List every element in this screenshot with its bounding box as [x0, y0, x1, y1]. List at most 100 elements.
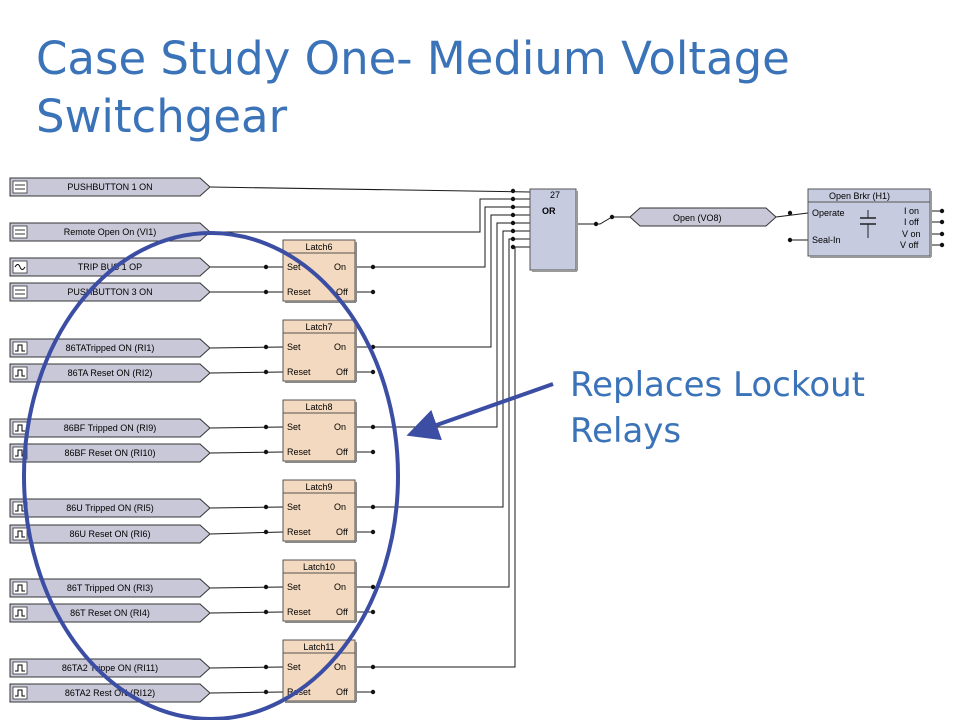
- breaker-operate-label: Operate: [812, 208, 845, 218]
- input-tag-label: 86TA Reset ON (RI2): [68, 368, 153, 378]
- wire-latch-to-or: [355, 238, 530, 588]
- input-tag-2[interactable]: TRIP BUS 1 OP: [9, 257, 211, 277]
- breaker-output-i-off: I off: [904, 217, 919, 227]
- slide-title-line-2: Switchgear: [36, 90, 288, 143]
- latch-on-label: On: [334, 262, 346, 272]
- latch-on-label: On: [334, 422, 346, 432]
- latch-set-label: Set: [287, 582, 301, 592]
- wire-pushbutton1-to-or: [209, 186, 531, 193]
- latch-reset-label: Reset: [287, 527, 311, 537]
- highlight-ellipse: [22, 231, 400, 720]
- input-tag-label: PUSHBUTTON 1 ON: [67, 182, 152, 192]
- pulse-icon: [12, 341, 28, 355]
- wire-latch-to-or: [355, 214, 530, 348]
- latch-off-label: Off: [336, 527, 348, 537]
- input-tag-13[interactable]: 86TA2 Rest ON (RI12): [9, 683, 211, 703]
- connection-dot: [510, 244, 516, 250]
- connection-dot: [263, 689, 269, 695]
- input-tag-12[interactable]: 86TA2 Trippe ON (RI11): [9, 658, 211, 678]
- wire-or-to-output: [576, 216, 630, 225]
- output-tag-shape: [629, 207, 777, 227]
- input-tag-label: 86TATripped ON (RI1): [66, 343, 155, 353]
- connection-dot: [593, 221, 599, 227]
- wire-to-latch-set: [209, 666, 284, 669]
- capacitor-icon: [860, 210, 876, 238]
- input-tag-11[interactable]: 86T Reset ON (RI4): [9, 603, 211, 623]
- input-tag-label: 86U Tripped ON (RI5): [66, 503, 154, 513]
- pulse-icon: [12, 421, 28, 435]
- breaker-output-v-on: V on: [902, 229, 921, 239]
- wire-latch-to-or: [355, 246, 530, 668]
- pulse-icon: [12, 686, 28, 700]
- input-tag-9[interactable]: 86U Reset ON (RI6): [9, 524, 211, 544]
- or-gate[interactable]: 27 OR: [529, 188, 578, 272]
- input-tag-5[interactable]: 86TA Reset ON (RI2): [9, 363, 211, 383]
- output-tag-open-vo8[interactable]: Open (VO8): [629, 207, 777, 227]
- input-tag-label: PUSHBUTTON 3 ON: [67, 287, 152, 297]
- input-tag-label: Remote Open On (VI1): [64, 227, 157, 237]
- slide-title-line-1: Case Study One- Medium Voltage: [36, 32, 790, 85]
- latch-body: [282, 559, 356, 622]
- input-tag-label: 86T Reset ON (RI4): [70, 608, 150, 618]
- input-tag-7[interactable]: 86BF Reset ON (RI10): [9, 443, 211, 463]
- latch-title: Latch9: [305, 482, 332, 492]
- breaker-block[interactable]: Open Brkr (H1) Operate Seal-In I on I of…: [807, 188, 932, 258]
- pulse-icon: [12, 581, 28, 595]
- pulse-icon: [12, 527, 28, 541]
- latch-title: Latch10: [303, 562, 335, 572]
- input-tag-shape: [9, 418, 211, 438]
- breaker-output-i-on: I on: [904, 206, 919, 216]
- latch-on-label: On: [334, 662, 346, 672]
- binary-icon: [12, 285, 28, 299]
- connection-dot: [510, 204, 516, 210]
- latch-body: [282, 399, 356, 462]
- input-tag-shape: [9, 177, 211, 197]
- connection-dot: [609, 214, 615, 220]
- input-tag-4[interactable]: 86TATripped ON (RI1): [9, 338, 211, 358]
- connection-dot: [939, 219, 945, 225]
- binary-icon: [12, 180, 28, 194]
- input-tag-shape: [9, 498, 211, 518]
- latch-off-label: Off: [336, 607, 348, 617]
- input-tag-6[interactable]: 86BF Tripped ON (RI9): [9, 418, 211, 438]
- latch-on-label: On: [334, 342, 346, 352]
- latch-title: Latch6: [305, 242, 332, 252]
- input-tag-3[interactable]: PUSHBUTTON 3 ON: [9, 282, 211, 302]
- input-tag-8[interactable]: 86U Tripped ON (RI5): [9, 498, 211, 518]
- connection-dot: [263, 609, 269, 615]
- connection-dot: [263, 529, 269, 535]
- callout-text: Replaces Lockout Relays: [570, 362, 865, 454]
- breaker-body: [807, 188, 931, 257]
- connection-dot: [370, 424, 376, 430]
- latch-title: Latch11: [303, 642, 334, 652]
- input-tag-shape: [9, 222, 211, 242]
- input-tag-shape: [9, 443, 211, 463]
- input-tag-10[interactable]: 86T Tripped ON (RI3): [9, 578, 211, 598]
- input-tag-0[interactable]: PUSHBUTTON 1 ON: [9, 177, 211, 197]
- connection-dot: [510, 236, 516, 242]
- connection-dot: [510, 196, 516, 202]
- wave-icon: [12, 260, 28, 274]
- input-tag-shape: [9, 683, 211, 703]
- latch-reset-label: Reset: [287, 367, 311, 377]
- wire-to-latch-reset: [209, 451, 284, 454]
- wire-layer: [209, 186, 945, 695]
- connection-dot: [370, 264, 376, 270]
- input-tag-shape: [9, 524, 211, 544]
- wire-to-latch-reset: [209, 691, 284, 694]
- wire-latch-to-or: [355, 206, 530, 268]
- input-tag-1[interactable]: Remote Open On (VI1): [9, 222, 211, 242]
- latch-off-label: Off: [336, 287, 348, 297]
- callout-arrow: [406, 382, 554, 441]
- connection-dot: [263, 664, 269, 670]
- wire-to-latch-reset: [209, 531, 284, 535]
- wire-to-latch-reset: [209, 371, 284, 374]
- callout-line-2: Relays: [570, 411, 682, 451]
- breaker-output-v-off: V off: [900, 240, 919, 250]
